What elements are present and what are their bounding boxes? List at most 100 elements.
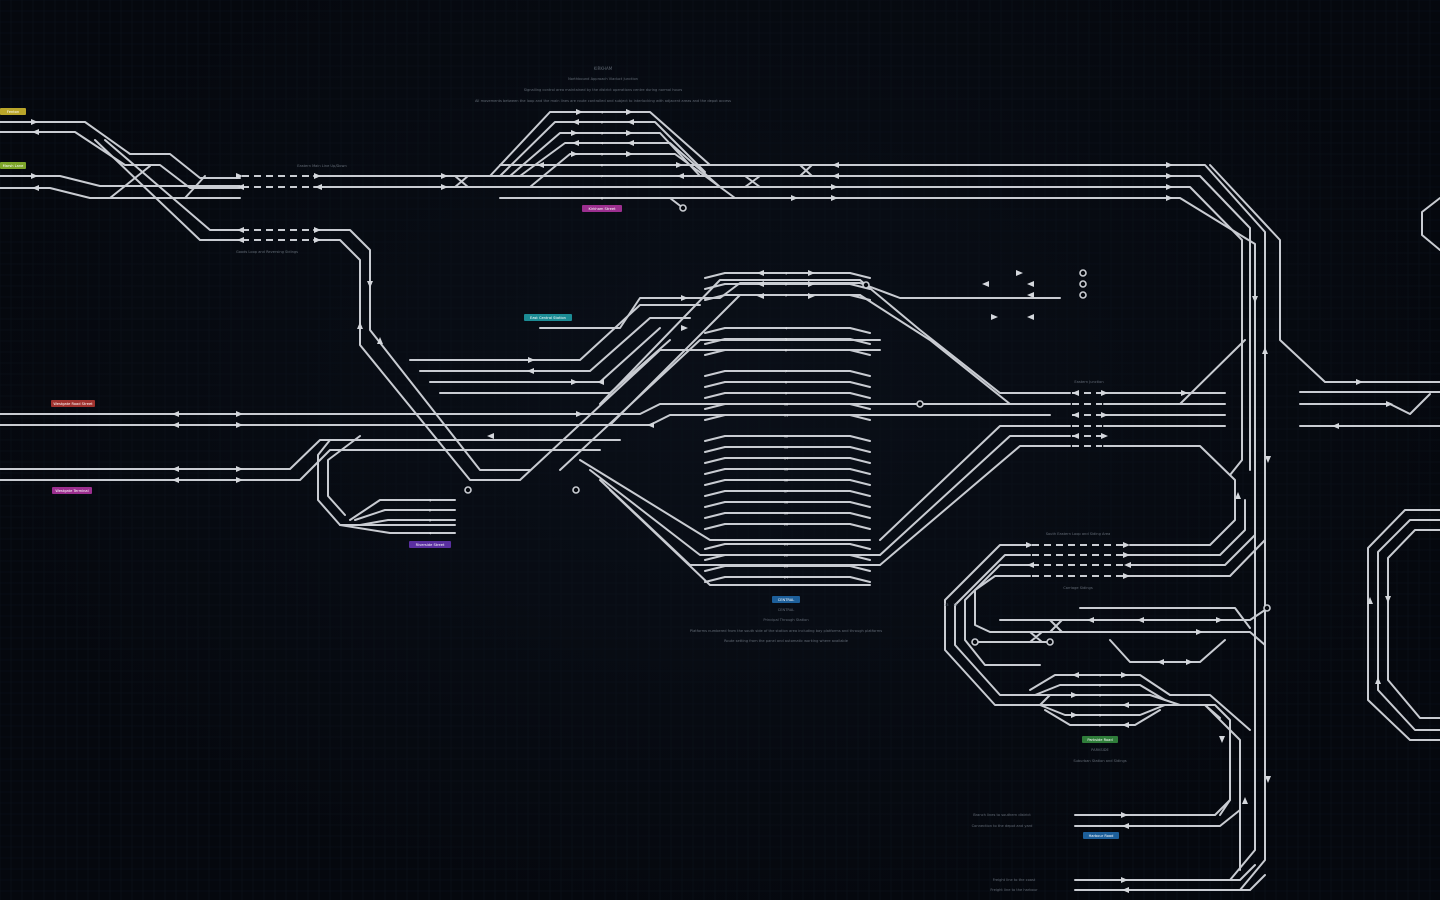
- terminal-branch-2[interactable]: [409, 304, 701, 361]
- track-west-spur-2[interactable]: [184, 175, 206, 199]
- kirkham-loop-1[interactable]: [489, 111, 711, 177]
- se-siding-3[interactable]: [1079, 607, 1251, 629]
- parkside-east[interactable]: [1169, 694, 1251, 731]
- central-platform-connector[interactable]: [704, 565, 871, 572]
- se-loop-1[interactable]: [1126, 499, 1246, 556]
- track-upper-main-1[interactable]: [0, 121, 241, 179]
- central-throat-west-a[interactable]: [599, 279, 861, 405]
- bottom-line-4[interactable]: [1074, 874, 1266, 891]
- riverside-loop-inner[interactable]: [327, 435, 361, 516]
- central-platform-connector[interactable]: [704, 403, 871, 410]
- badge-kirkham-street[interactable]: Kirkham Street: [582, 205, 622, 212]
- track-west-diagonal-b[interactable]: [104, 139, 241, 231]
- track-west-spur[interactable]: [109, 165, 151, 199]
- central-platform-connector[interactable]: [704, 468, 871, 475]
- far-east-loop-4[interactable]: [1421, 197, 1440, 251]
- central-platform-connector[interactable]: [704, 370, 871, 377]
- central-platform-connector[interactable]: [704, 327, 871, 334]
- track-main-down[interactable]: [313, 186, 1243, 476]
- riverside-platform-4[interactable]: [339, 524, 456, 534]
- far-east-loop-3[interactable]: [1387, 529, 1440, 719]
- track-main-fast-down[interactable]: [499, 197, 1256, 881]
- kirkham-cross[interactable]: [454, 164, 813, 188]
- track-west-center-3[interactable]: [239, 439, 621, 470]
- central-platform-connector[interactable]: [704, 446, 871, 453]
- central-platform-connector[interactable]: [704, 338, 871, 345]
- track-west-center-4[interactable]: [239, 449, 601, 481]
- central-station-tracks[interactable]: [704, 272, 871, 583]
- badge-riverside-street[interactable]: Riverside Street: [409, 541, 451, 548]
- central-platform-connector[interactable]: [704, 435, 871, 442]
- central-platform-connector[interactable]: [704, 414, 871, 421]
- central-throat-east-a[interactable]: [859, 279, 1071, 394]
- bottom-line-1[interactable]: [1074, 799, 1231, 816]
- track-main-outer[interactable]: [1209, 164, 1440, 383]
- riverside-loop-outer[interactable]: [317, 439, 456, 526]
- track-west-center-2[interactable]: [239, 414, 1051, 426]
- track-upper-main-2[interactable]: [0, 131, 241, 189]
- se-cross[interactable]: [1029, 619, 1063, 643]
- se-loop-3[interactable]: [1126, 539, 1266, 577]
- central-throat-east-e[interactable]: [879, 445, 1071, 566]
- track-layer[interactable]: [0, 111, 1440, 891]
- badge-marsh-lane[interactable]: Marsh Lane: [0, 162, 26, 169]
- riverside-platform-1[interactable]: [349, 499, 456, 521]
- central-throat-east-d[interactable]: [879, 435, 1071, 556]
- central-platform-connector[interactable]: [704, 392, 871, 399]
- badge-parkside-road[interactable]: Parkside Road: [1082, 736, 1118, 743]
- parkside-loop-4[interactable]: [1039, 704, 1166, 716]
- kirkham-loop-4[interactable]: [519, 142, 721, 188]
- east-junction-6[interactable]: [1179, 339, 1246, 405]
- track-descent-west-1[interactable]: [313, 229, 531, 471]
- central-platform-connector[interactable]: [704, 490, 871, 497]
- track-upper-main-3[interactable]: [0, 175, 241, 187]
- track-main-up[interactable]: [313, 175, 1251, 471]
- badge-fenton[interactable]: Fenton: [0, 108, 26, 115]
- se-approach-4[interactable]: [974, 575, 1266, 646]
- central-throat-west-g[interactable]: [599, 479, 881, 566]
- central-platform-connector[interactable]: [704, 349, 871, 356]
- se-siding-1[interactable]: [999, 607, 1269, 621]
- badge-central[interactable]: CENTRAL: [772, 596, 800, 603]
- bottom-line-3[interactable]: [1074, 864, 1256, 881]
- central-platform-connector[interactable]: [704, 381, 871, 388]
- badge-westgate-road-street[interactable]: Westgate Road Street: [51, 400, 95, 407]
- track-upper-main-4[interactable]: [0, 187, 241, 199]
- central-platform-connector[interactable]: [704, 272, 871, 279]
- se-loop-2[interactable]: [1126, 534, 1256, 566]
- se-siding-4[interactable]: [1109, 639, 1226, 663]
- se-approach-2[interactable]: [954, 554, 1051, 696]
- central-throat-west-h[interactable]: [609, 489, 871, 586]
- central-platform-connector[interactable]: [704, 554, 871, 561]
- parkside-loop-1[interactable]: [1029, 674, 1171, 696]
- central-throat-east-b[interactable]: [859, 294, 1071, 405]
- central-platform-connector[interactable]: [704, 523, 871, 530]
- kirkham-loop-5[interactable]: [529, 153, 736, 199]
- terminal-branch-3[interactable]: [419, 317, 691, 372]
- badge-westgate-terminal[interactable]: Westgate Terminal: [52, 487, 92, 494]
- badge-harbour-road[interactable]: Harbour Road: [1083, 832, 1119, 839]
- se-approach-3[interactable]: [964, 564, 1041, 666]
- parkside-loop-6[interactable]: [999, 704, 1241, 871]
- kirkham-loop-3[interactable]: [509, 132, 701, 177]
- central-throat-east-c[interactable]: [879, 425, 1071, 541]
- central-platform-connector[interactable]: [704, 501, 871, 508]
- track-main-fast-up[interactable]: [499, 164, 1266, 891]
- central-platform-connector[interactable]: [704, 294, 871, 301]
- track-descent-west-2[interactable]: [313, 239, 521, 481]
- kirkham-loop-6[interactable]: [539, 197, 684, 209]
- east-junction-5[interactable]: [1103, 445, 1236, 546]
- central-throat-west-e[interactable]: [579, 459, 871, 541]
- central-platform-connector[interactable]: [704, 512, 871, 519]
- parkside-loop-5[interactable]: [1044, 709, 1161, 726]
- far-east-loop-1[interactable]: [1367, 509, 1440, 741]
- track-main-outer-3[interactable]: [1299, 393, 1431, 415]
- central-platform-connector[interactable]: [704, 457, 871, 464]
- riverside-platform-3[interactable]: [359, 519, 456, 526]
- central-platform-connector[interactable]: [704, 543, 871, 550]
- central-platform-connector[interactable]: [704, 576, 871, 583]
- terminal-branch-1[interactable]: [539, 282, 1061, 329]
- kirkham-loop-2[interactable]: [499, 121, 706, 177]
- badge-east-central-station[interactable]: East Central Station: [524, 314, 572, 321]
- central-platform-connector[interactable]: [704, 479, 871, 486]
